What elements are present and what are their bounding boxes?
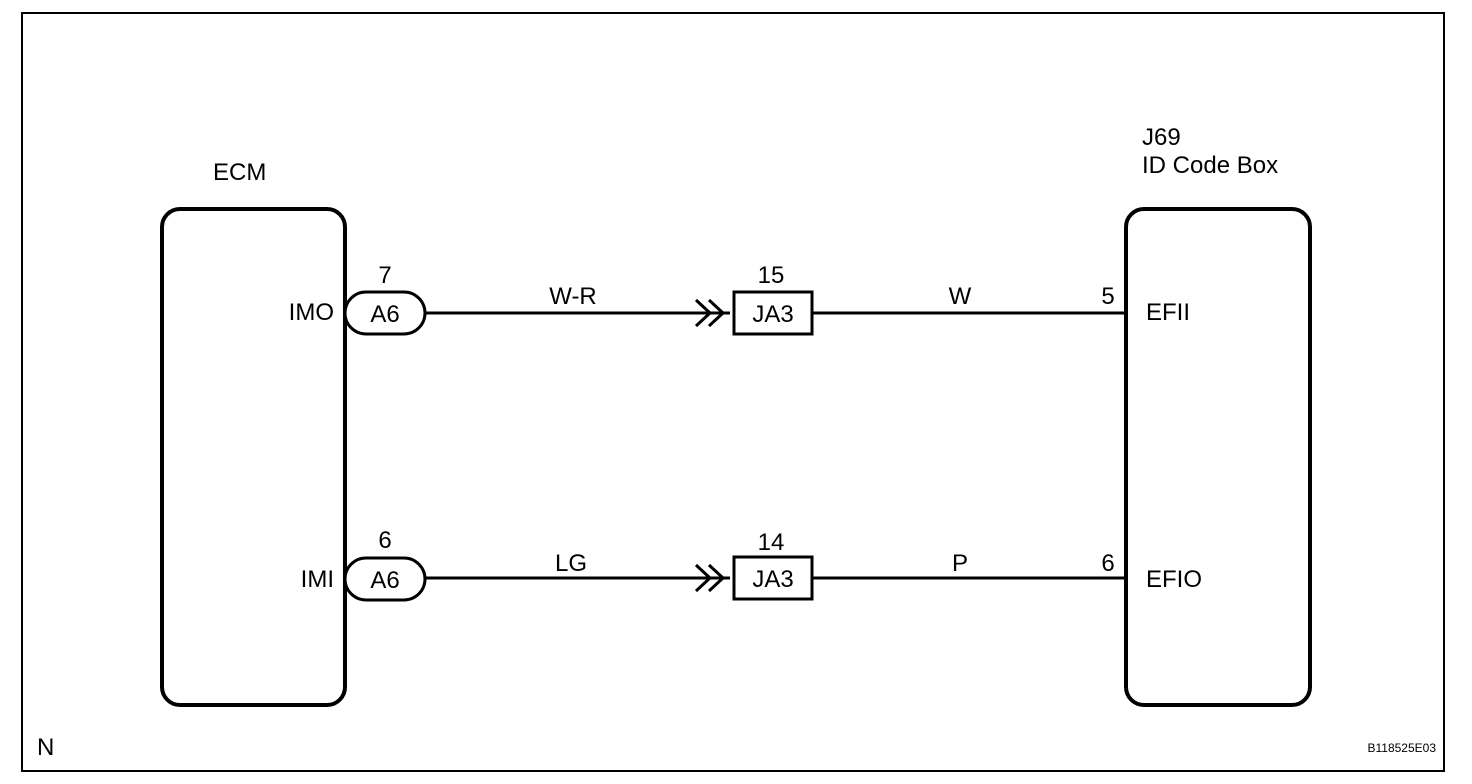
junction-ja3-top — [732, 290, 814, 336]
idbox-connector-label: J69 — [1142, 124, 1181, 151]
wire-p-label: P — [952, 550, 968, 577]
diagram-frame — [21, 12, 1445, 772]
idbox-pin-number-bottom: 6 — [1101, 550, 1114, 577]
wire-lg-label: LG — [555, 550, 587, 577]
idbox-pin-efio-label: EFIO — [1146, 566, 1202, 593]
junction-ja3-bottom — [732, 555, 814, 601]
idbox-title: ID Code Box — [1142, 152, 1278, 179]
ecm-pin-imo-label: IMO — [289, 299, 334, 326]
ecm-connector-a6-bottom-label: A6 — [370, 567, 399, 594]
idbox-pin-number-top: 5 — [1101, 283, 1114, 310]
wire-w-label: W — [949, 283, 972, 310]
idbox-pin-efii-label: EFII — [1146, 299, 1190, 326]
junction-ja3-top-label: JA3 — [752, 301, 793, 328]
idbox-box — [1124, 207, 1312, 707]
junction-ja3-bottom-label: JA3 — [752, 566, 793, 593]
wire-w-r-label: W-R — [549, 283, 597, 310]
ecm-title: ECM — [213, 159, 266, 186]
ecm-pin-number-bottom: 6 — [378, 527, 391, 554]
ecm-pin-number-top: 7 — [378, 262, 391, 289]
junction-connector-chevron-bottom — [694, 563, 726, 593]
junction-pin-number-bottom: 14 — [758, 529, 785, 556]
figure-code-label: B118525E03 — [1367, 741, 1436, 755]
junction-connector-chevron-top — [694, 298, 726, 328]
footer-left-label: N — [37, 734, 54, 761]
junction-pin-number-top: 15 — [758, 262, 785, 289]
ecm-box — [160, 207, 347, 707]
ecm-pin-imi-label: IMI — [301, 566, 334, 593]
circuit-imo-efii: A6 7 W-R JA3 15 W 5 — [343, 262, 1126, 336]
ecm-connector-a6-top-label: A6 — [370, 301, 399, 328]
circuit-imi-efio: A6 6 LG JA3 14 P 6 — [343, 527, 1126, 602]
